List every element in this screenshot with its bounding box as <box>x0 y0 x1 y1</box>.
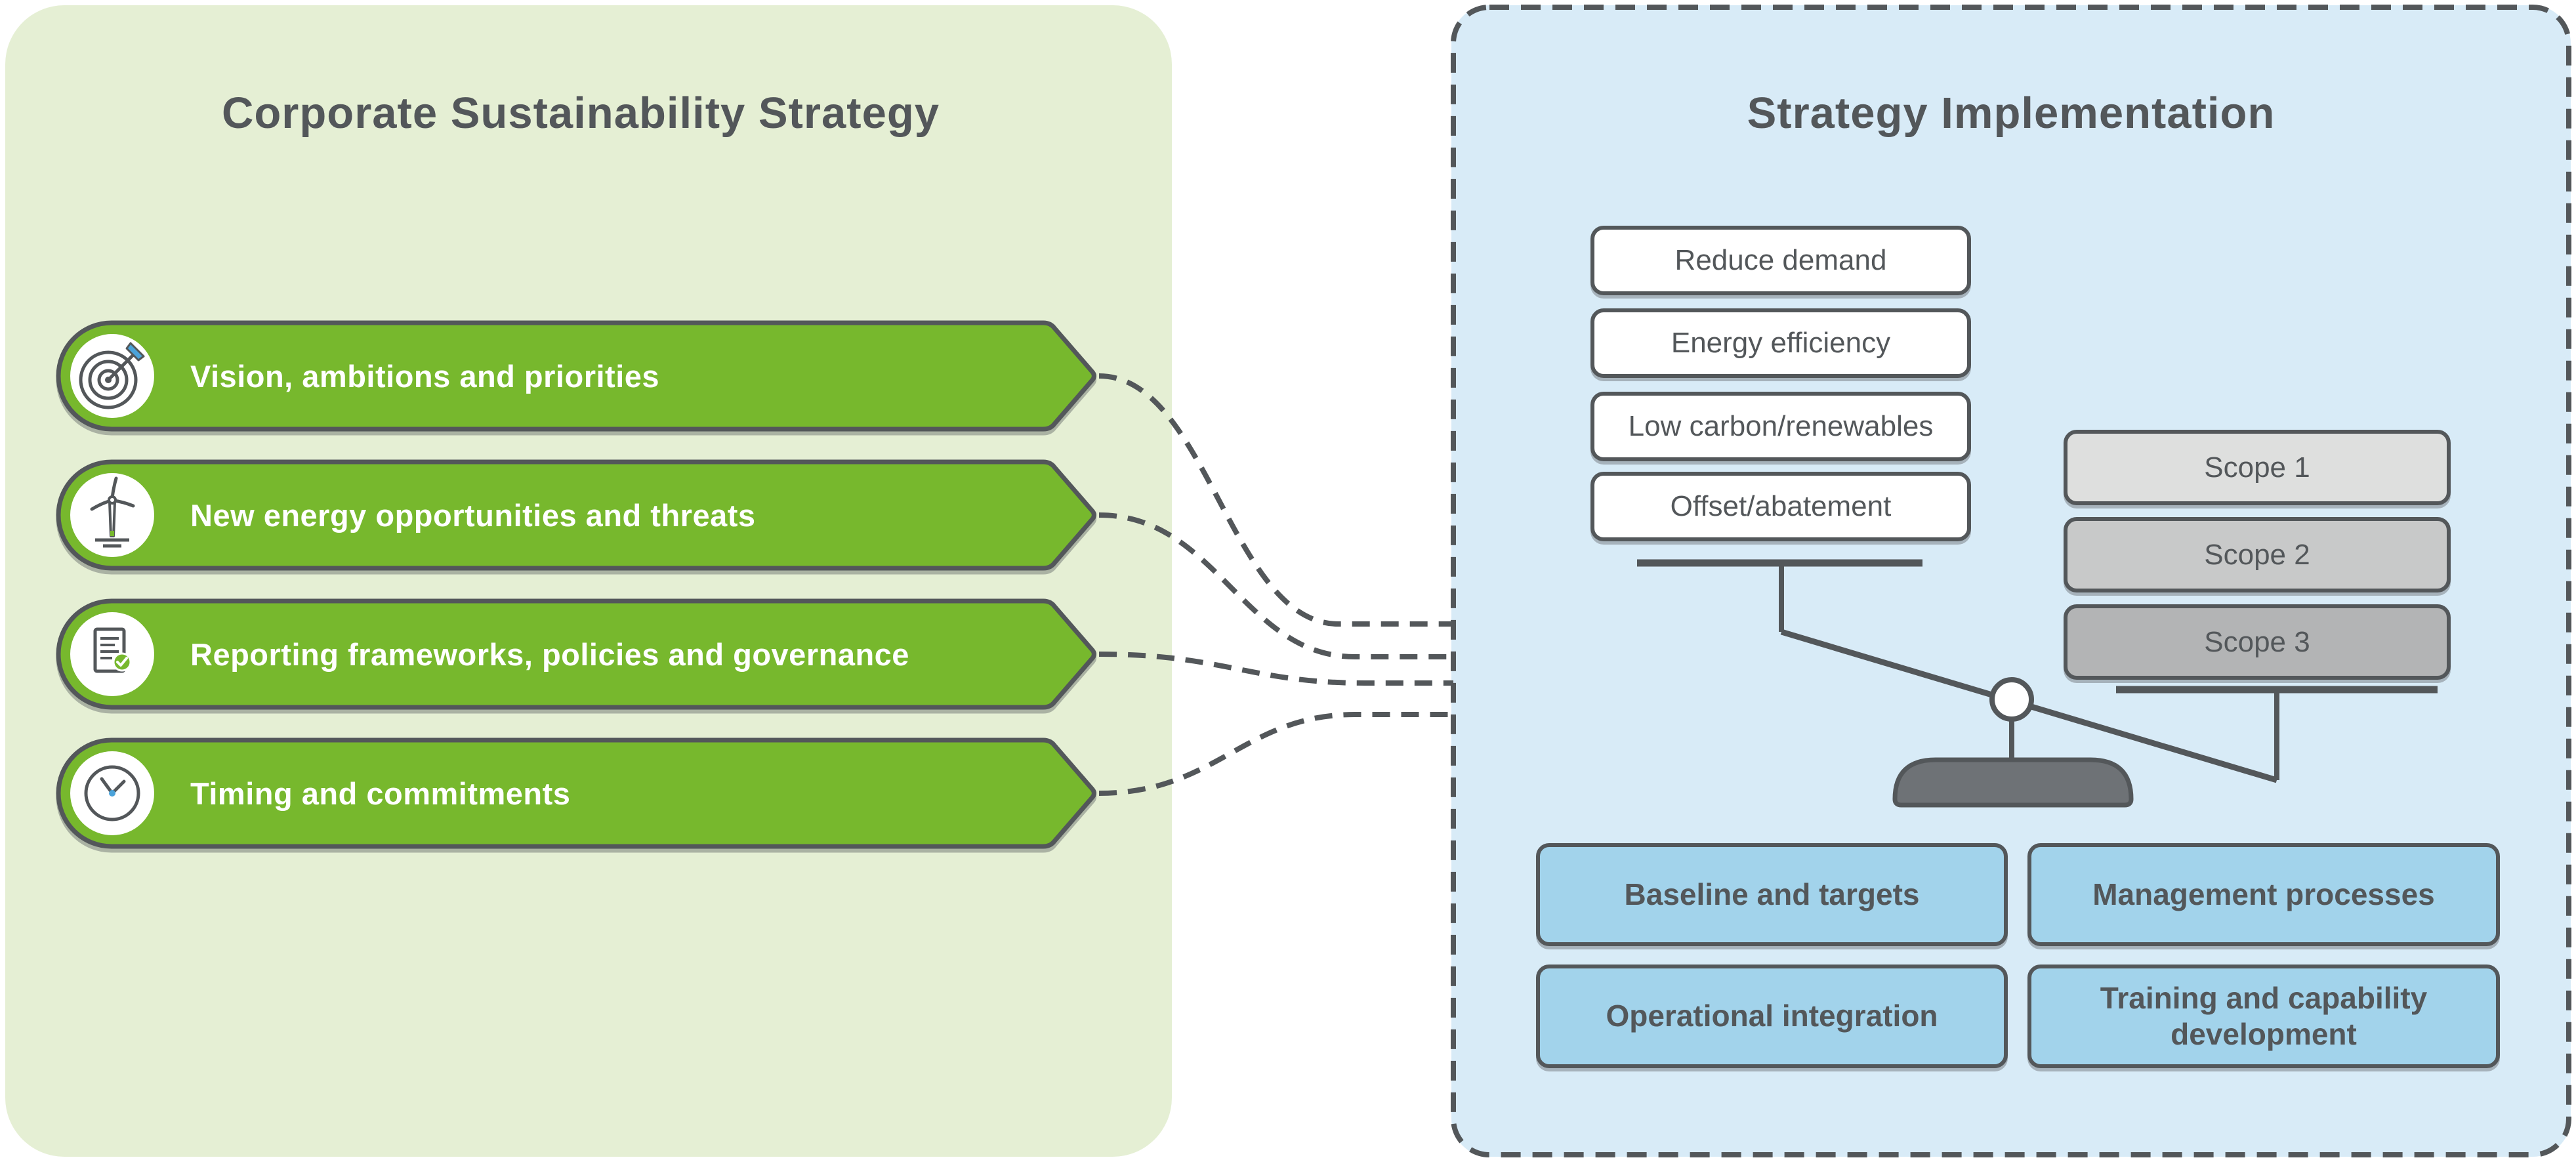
scope-3-box: Scope 3 <box>2064 604 2451 680</box>
strategy-item-vision: Vision, ambitions and priorities <box>56 320 1099 432</box>
arrow-shape <box>56 459 1096 571</box>
clock-icon <box>84 765 140 821</box>
icon-circle <box>70 612 154 696</box>
foundation-training-capability: Training and capability development <box>2027 965 2500 1068</box>
arrow-shape <box>56 320 1096 432</box>
strategy-item-timing: Timing and commitments <box>56 737 1099 849</box>
icon-circle <box>70 751 154 835</box>
strategy-item-label: Timing and commitments <box>190 776 571 811</box>
strategy-item-new-energy: New energy opportunities and threats <box>56 459 1099 571</box>
strategy-item-label: Reporting frameworks, policies and gover… <box>190 636 909 672</box>
corporate-strategy-panel <box>5 5 1172 1157</box>
scope-2-box: Scope 2 <box>2064 517 2451 592</box>
right-panel-title: Strategy Implementation <box>1747 89 2275 138</box>
arrow-shape <box>56 598 1096 710</box>
lever-offset-abatement: Offset/abatement <box>1590 472 1971 541</box>
lever-energy-efficiency: Energy efficiency <box>1590 308 1971 378</box>
wind-turbine-icon <box>90 476 135 548</box>
target-icon <box>79 342 145 409</box>
arrow-shape <box>56 737 1096 849</box>
icon-circle <box>70 334 154 418</box>
foundation-management-processes: Management processes <box>2027 843 2500 946</box>
foundation-baseline-targets: Baseline and targets <box>1536 843 2008 946</box>
report-checklist-icon <box>93 627 132 673</box>
left-panel-title: Corporate Sustainability Strategy <box>221 89 940 138</box>
foundation-operational-integration: Operational integration <box>1536 965 2008 1068</box>
lever-reduce-demand: Reduce demand <box>1590 226 1971 295</box>
lever-low-carbon: Low carbon/renewables <box>1590 392 1971 461</box>
strategy-item-label: New energy opportunities and threats <box>190 497 756 533</box>
icon-circle <box>70 473 154 557</box>
strategy-item-reporting: Reporting frameworks, policies and gover… <box>56 598 1099 710</box>
strategy-item-label: Vision, ambitions and priorities <box>190 358 660 394</box>
scope-1-box: Scope 1 <box>2064 430 2451 505</box>
